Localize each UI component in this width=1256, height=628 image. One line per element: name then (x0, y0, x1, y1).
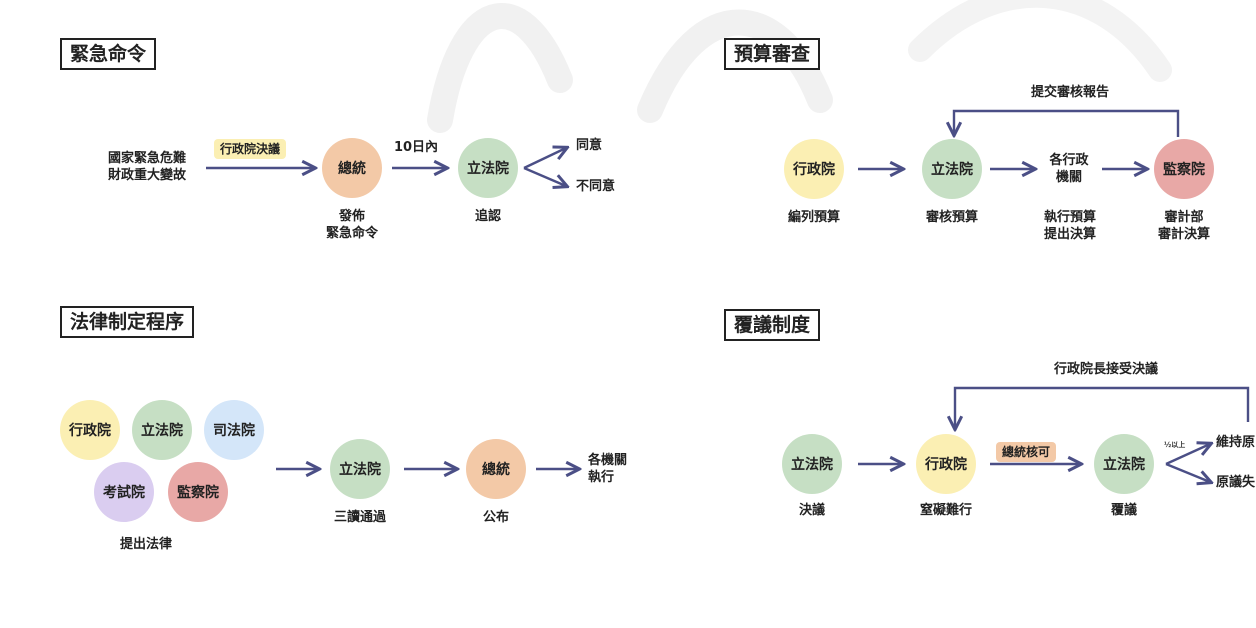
law-propose-note: 提出法律 (119, 537, 172, 552)
override-approval-tag: 總統核可 (996, 442, 1057, 462)
section-title-emergency: 緊急命令 (60, 38, 157, 70)
arrow-report-feedback (954, 109, 1180, 137)
arrow-accept-feedback (955, 386, 1250, 428)
override-executive-node: 行政院 (916, 434, 976, 494)
budget-agencies-note: 執行預算 提出決算 (1043, 210, 1096, 242)
override-legislative-node: 立法院 (782, 434, 842, 494)
budget-executive-note: 編列預算 (787, 210, 840, 225)
law-legislative-node: 立法院 (132, 400, 192, 460)
arrow-to-agree (523, 148, 566, 170)
override-maintain-label: 維持原 (1216, 435, 1256, 450)
law-judicial-node: 司法院 (204, 400, 264, 460)
budget-control-note: 審計部 審計決算 (1157, 210, 1210, 242)
emergency-president-node: 總統 (322, 138, 382, 198)
budget-executive-node: 行政院 (784, 139, 844, 199)
emergency-trigger-label: 國家緊急危難 財政重大變故 (107, 151, 186, 183)
override-legislative2-note: 覆議 (1110, 503, 1137, 518)
law-executive-node: 行政院 (60, 400, 120, 460)
law-examination-node: 考試院 (94, 462, 154, 522)
budget-agencies-label: 各行政 機關 (1049, 153, 1089, 185)
budget-legislative-node: 立法院 (922, 139, 982, 199)
law-president-node: 總統 (466, 439, 526, 499)
arrow-to-original-fail (1165, 462, 1210, 482)
budget-legislative-note: 審核預算 (925, 210, 978, 225)
override-legislative-note: 決議 (798, 503, 825, 518)
emergency-president-note: 發佈 緊急命令 (325, 209, 378, 241)
emergency-disagree-label: 不同意 (576, 179, 616, 194)
law-control-node: 監察院 (168, 462, 228, 522)
arrow-to-maintain (1165, 444, 1210, 466)
law-result-label: 各機關 執行 (588, 453, 628, 485)
override-legislative2-node: 立法院 (1094, 434, 1154, 494)
override-feedback-label: 行政院長接受決議 (1053, 362, 1158, 377)
emergency-deadline-label: 10日內 (393, 140, 439, 155)
law-president-note: 公布 (482, 510, 509, 525)
emergency-legislative-note: 追認 (474, 209, 501, 224)
override-fraction-label: ½以上 (1164, 441, 1186, 449)
emergency-legislative-node: 立法院 (458, 138, 518, 198)
section-title-lawmaking: 法律制定程序 (60, 306, 195, 338)
budget-control-node: 監察院 (1154, 139, 1214, 199)
law-legislative2-note: 三讀通過 (333, 510, 386, 525)
emergency-executive-decision-tag: 行政院決議 (214, 139, 287, 159)
section-title-override: 覆議制度 (724, 309, 821, 341)
override-executive-note: 窒礙難行 (919, 503, 972, 518)
section-title-budget: 預算審查 (724, 38, 821, 70)
emergency-agree-label: 同意 (576, 138, 603, 153)
arrow-to-disagree (523, 166, 566, 186)
budget-feedback-label: 提交審核報告 (1030, 85, 1109, 100)
law-legislative2-node: 立法院 (330, 439, 390, 499)
override-original-fail-label: 原議失 (1216, 475, 1256, 490)
